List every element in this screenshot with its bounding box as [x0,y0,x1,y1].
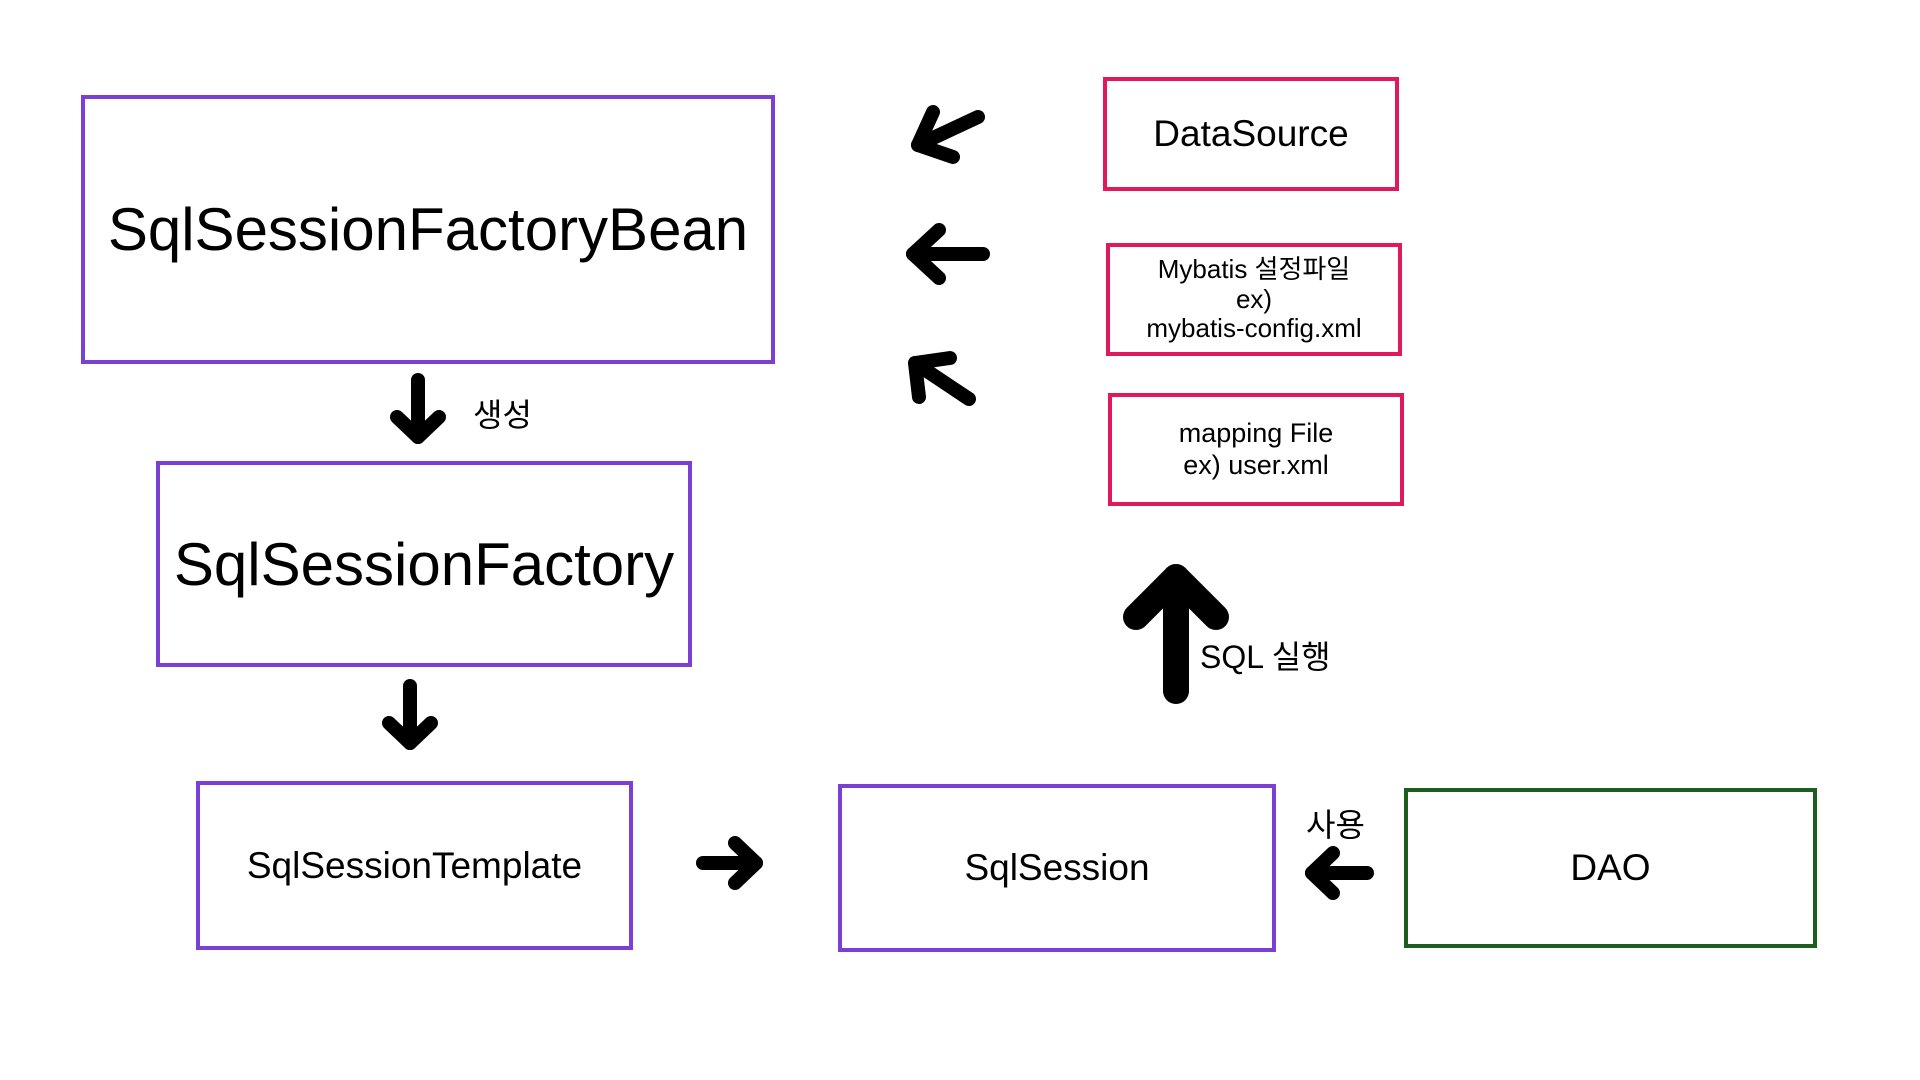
node-mapping-file-line-1: mapping File [1178,418,1334,449]
edge-label-create: 생성 [473,397,532,433]
arrow-config-to-factorybean [906,223,990,285]
arrow-template-to-sqlsession [696,836,763,890]
node-mybatis-config-line-2: ex) [1235,283,1273,314]
node-mybatis-config: Mybatis 설정파일 ex) mybatis-config.xml [1106,243,1402,356]
node-mapping-file-line-2: ex) user.xml [1183,449,1329,480]
node-sql-session-template: SqlSessionTemplate [196,781,633,950]
node-sql-session-factory-bean-label: SqlSessionFactoryBean [107,196,749,263]
node-mybatis-config-line-1: Mybatis 설정파일 [1157,253,1351,284]
arrow-datasource-to-factorybean [911,105,985,164]
arrow-mapping-to-factorybean [908,351,976,406]
node-sql-session-factory-bean: SqlSessionFactoryBean [81,95,775,364]
node-data-source: DataSource [1103,77,1399,191]
edge-label-use: 사용 [1306,807,1365,843]
arrow-factorybean-to-factory [390,373,446,444]
node-data-source-label: DataSource [1153,113,1349,154]
node-sql-session-factory: SqlSessionFactory [156,461,692,667]
node-dao-label: DAO [1570,847,1651,888]
node-sql-session: SqlSession [838,784,1276,952]
node-sql-session-label: SqlSession [964,847,1150,888]
node-sql-session-template-label: SqlSessionTemplate [246,844,583,886]
node-mapping-file: mapping File ex) user.xml [1108,393,1404,506]
node-mybatis-config-line-3: mybatis-config.xml [1146,313,1362,344]
node-sql-session-factory-label: SqlSessionFactory [173,530,675,598]
edge-label-execute-sql: SQL 실행 [1200,639,1331,675]
node-dao: DAO [1404,788,1817,948]
arrow-factory-to-template [382,679,438,750]
arrow-dao-to-sqlsession [1305,846,1374,900]
arrow-sqlsession-to-mapping [1123,564,1229,704]
